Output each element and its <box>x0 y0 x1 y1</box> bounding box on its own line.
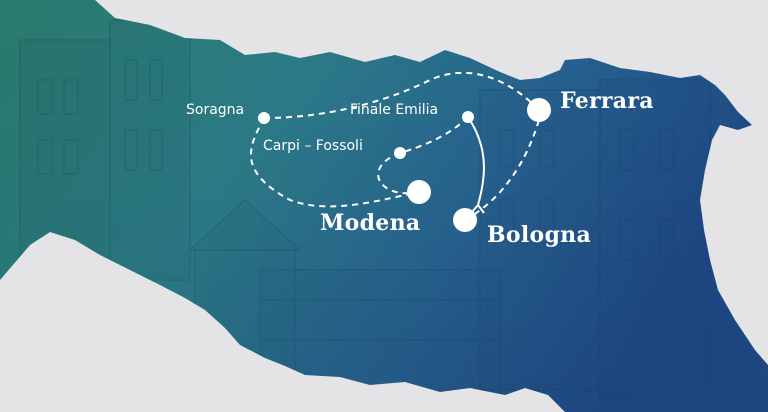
route-finale-carpi <box>399 116 469 154</box>
city-dot-soragna <box>258 112 270 124</box>
city-label-ferrara: Ferrara <box>560 88 654 114</box>
route-finale-bologna <box>467 116 485 206</box>
city-dot-carpi-fossoli <box>394 147 406 159</box>
city-dot-modena <box>407 180 431 204</box>
city-dot-bologna <box>453 208 477 232</box>
city-dot-ferrara <box>527 98 551 122</box>
city-label-modena: Modena <box>320 210 421 236</box>
city-label-bologna: Bologna <box>487 222 592 248</box>
city-label-finale-emilia: Finale Emilia <box>350 102 439 118</box>
route-soragna-modena <box>250 117 420 208</box>
city-label-soragna: Soragna <box>186 102 245 118</box>
city-dot-finale-emilia <box>462 111 474 123</box>
city-label-carpi-fossoli: Carpi – Fossoli <box>263 138 363 154</box>
arrow-head-bologna <box>471 203 485 214</box>
route-bologna-ferrara <box>464 119 540 221</box>
